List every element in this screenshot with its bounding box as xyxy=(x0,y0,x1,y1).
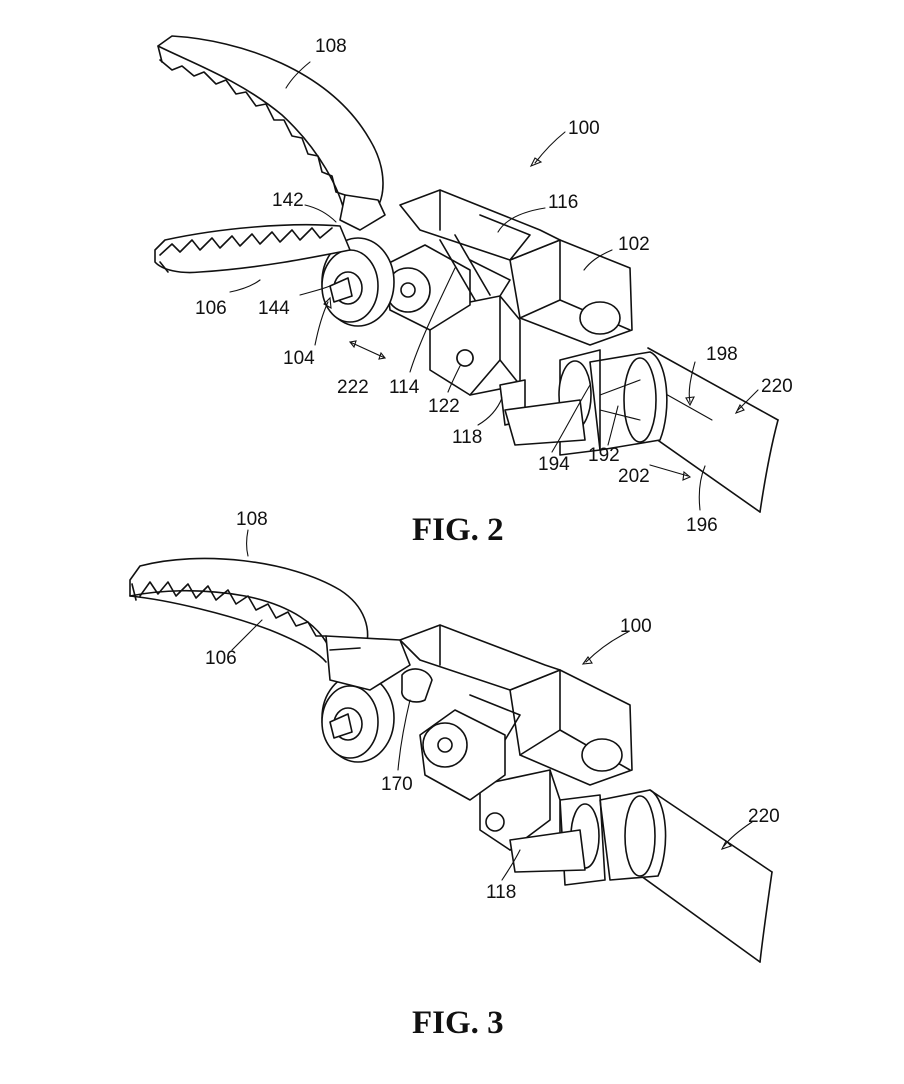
label-106-fig2: 106 xyxy=(195,298,227,319)
jaw-108-fig2 xyxy=(157,35,386,231)
label-220-fig2: 220 xyxy=(761,376,793,397)
label-142-fig2: 142 xyxy=(272,190,304,211)
label-106-fig3: 106 xyxy=(205,648,237,669)
label-118-fig2: 118 xyxy=(452,427,482,448)
figure-2-caption: FIG. 2 xyxy=(412,512,504,548)
leader-lines-fig3 xyxy=(231,529,753,881)
label-116-fig2: 116 xyxy=(548,192,578,213)
frame-fig3 xyxy=(399,624,561,741)
label-108-fig2: 108 xyxy=(315,36,347,57)
label-104-fig2: 104 xyxy=(283,348,315,369)
label-222-fig2: 222 xyxy=(337,377,369,398)
pin-122-fig2 xyxy=(456,349,474,367)
housing-fig3 xyxy=(509,669,633,786)
reference-labels-fig3: 108 106 100 170 220 118 xyxy=(205,509,780,903)
label-202-fig2: 202 xyxy=(618,466,650,487)
housing-102-fig2 xyxy=(509,239,633,346)
link-fig3 xyxy=(401,668,506,801)
link-114-fig2 xyxy=(384,234,491,331)
label-144-fig2: 144 xyxy=(258,298,290,319)
frame-116-fig2 xyxy=(399,189,561,297)
label-102-fig2: 102 xyxy=(618,234,650,255)
jaw-106-fig3 xyxy=(129,583,411,691)
label-196-fig2: 196 xyxy=(686,515,718,536)
pulley-fig3 xyxy=(321,673,395,763)
label-100-fig3: 100 xyxy=(620,616,652,637)
pulley-144-fig2 xyxy=(321,237,395,327)
leader-lines-fig2 xyxy=(229,61,759,511)
jaw-106-fig2 xyxy=(154,223,351,274)
figure-3-drawing: 108 106 100 170 220 118 FIG. 3 xyxy=(129,509,780,1041)
shaft-220-fig3 xyxy=(629,789,773,963)
label-118-fig3: 118 xyxy=(486,882,516,903)
collar-fig3 xyxy=(559,789,667,886)
carriage-118-fig3 xyxy=(479,769,586,873)
figure-2-drawing: 108 100 116 102 142 106 144 104 222 114 … xyxy=(154,35,793,548)
label-100-fig2: 100 xyxy=(568,118,600,139)
label-122-fig2: 122 xyxy=(428,396,460,417)
label-170-fig3: 170 xyxy=(381,774,413,795)
label-114-fig2: 114 xyxy=(389,377,420,398)
label-108-fig3: 108 xyxy=(236,509,268,530)
label-220-fig3: 220 xyxy=(748,806,780,827)
figure-3-caption: FIG. 3 xyxy=(412,1005,504,1041)
label-194-fig2: 194 xyxy=(538,454,570,475)
label-192-fig2: 192 xyxy=(588,445,620,466)
reference-labels-fig2: 108 100 116 102 142 106 144 104 222 114 … xyxy=(195,36,793,536)
label-198-fig2: 198 xyxy=(706,344,738,365)
